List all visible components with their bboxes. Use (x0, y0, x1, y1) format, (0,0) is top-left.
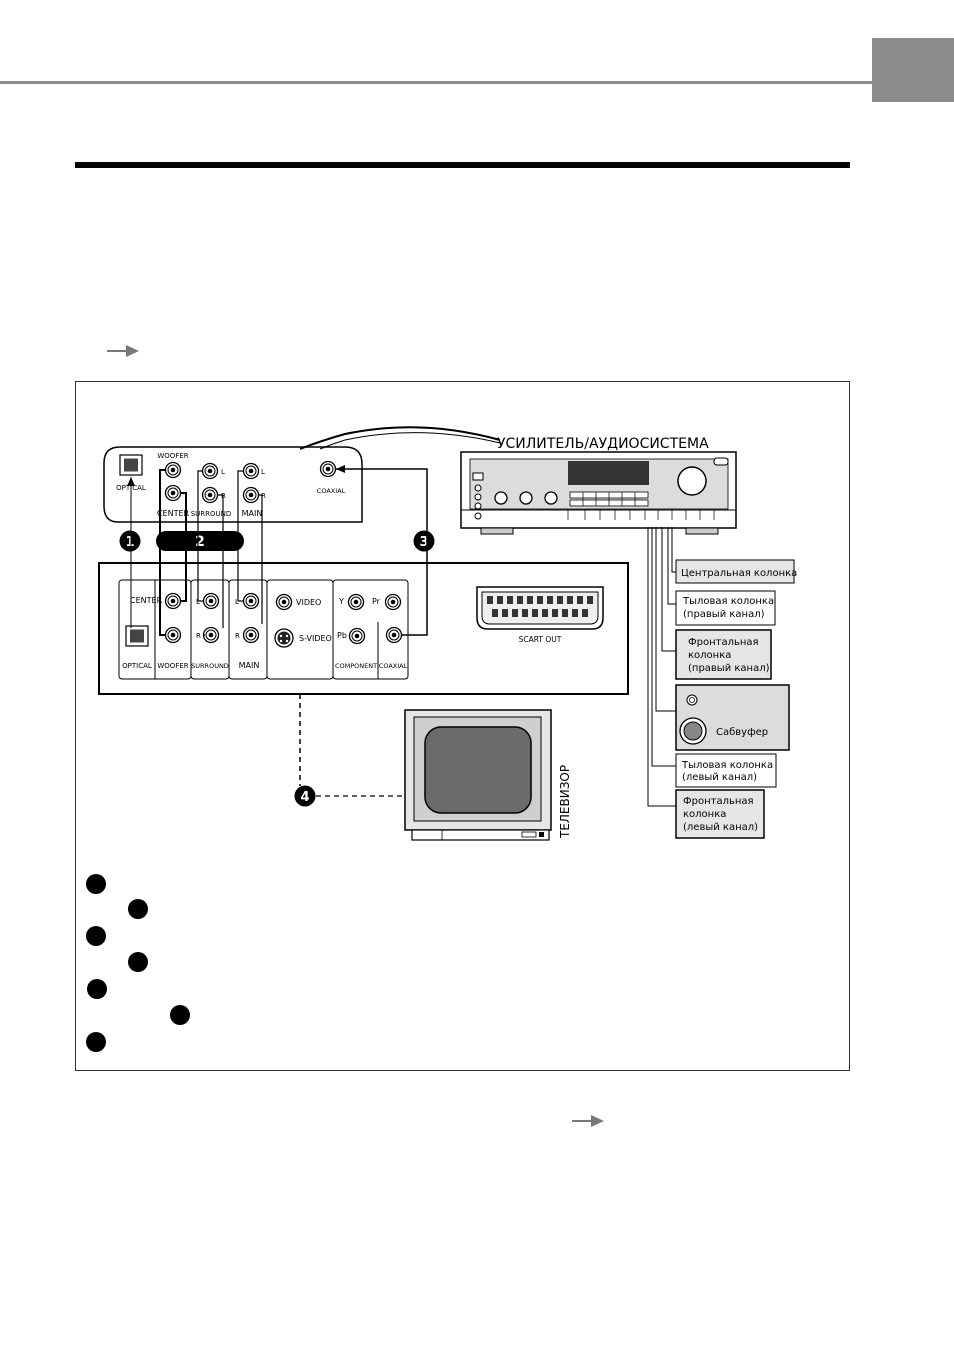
svg-text:(левый канал): (левый канал) (683, 822, 758, 833)
step-badge-4: 4 (294, 785, 316, 807)
player-coaxial-label: COAXIAL (379, 662, 408, 670)
amp-center-label: CENTER (157, 509, 190, 518)
player-main-l-jack[interactable] (242, 592, 260, 610)
speaker-subwoofer: Сабвуфер (675, 684, 790, 751)
speaker-front-right: Фронтальная колонка (правый канал) (675, 629, 772, 680)
player-video-label: VIDEO (296, 598, 321, 607)
svg-text:колонка: колонка (688, 650, 731, 661)
amplifier-unit: УСИЛИТЕЛЬ/АУДИОСИСТЕМА (460, 436, 737, 535)
svg-text:(правый канал): (правый канал) (683, 609, 765, 620)
player-surround-l-jack[interactable] (202, 592, 220, 610)
player-main-r-label: R (235, 632, 240, 640)
amp-main-l-label: L (261, 468, 265, 476)
svg-text:1: 1 (125, 535, 134, 550)
player-surround-r-jack[interactable] (202, 626, 220, 644)
player-svideo-jack[interactable] (274, 628, 294, 648)
amplifier-title: УСИЛИТЕЛЬ/АУДИОСИСТЕМА (497, 436, 709, 452)
svg-text:(левый канал): (левый канал) (682, 772, 757, 783)
player-main-l-label: L (235, 598, 239, 606)
speaker-wires (647, 527, 677, 807)
amp-main-label: MAIN (242, 509, 263, 518)
player-component-label: COMPONENT (335, 662, 377, 670)
arrow-icon (572, 1115, 604, 1127)
speaker-rear-left: Тыловая колонка (левый канал) (675, 753, 777, 788)
amp-woofer-label: WOOFER (157, 452, 188, 460)
amp-center-jack[interactable] (164, 484, 182, 502)
player-y-label: Y (338, 597, 344, 606)
player-surround-label: SURROUND (191, 662, 229, 670)
player-rear-panel: CENTER OPTICAL WOOFER L R SURROUND L R M… (98, 562, 629, 695)
player-surround-r-label: R (196, 632, 201, 640)
connection-panel (75, 381, 850, 1071)
step-badge-1: 1 (119, 530, 141, 552)
amp-woofer-jack[interactable] (164, 461, 182, 479)
player-svideo-label: S-VIDEO (299, 634, 332, 643)
scart-out-label: SCART OUT (519, 635, 562, 644)
svg-text:Тыловая колонка: Тыловая колонка (682, 596, 774, 607)
step-badge-2: 2 (156, 531, 244, 551)
player-pr-label: Pr (372, 597, 381, 606)
player-woofer-jack[interactable] (164, 626, 182, 644)
page-corner-tab (872, 38, 954, 102)
svg-text:Сабвуфер: Сабвуфер (716, 727, 768, 738)
svg-text:Фронтальная: Фронтальная (688, 637, 759, 648)
player-center-jack[interactable] (164, 592, 182, 610)
amp-main-r-jack[interactable] (242, 486, 260, 504)
connection-cables (127, 465, 428, 797)
player-coaxial-jack[interactable] (385, 626, 403, 644)
amp-optical-jack[interactable] (119, 454, 143, 476)
arrow-icon (107, 345, 139, 357)
speaker-front-left: Фронтальная колонка (левый канал) (675, 789, 765, 839)
player-optical-jack[interactable] (125, 625, 149, 647)
speaker-center: Центральная колонка (675, 559, 797, 584)
step-badge-3: 3 (413, 530, 435, 552)
svg-text:Фронтальная: Фронтальная (683, 796, 754, 807)
speaker-rear-right: Тыловая колонка (правый канал) (675, 590, 776, 626)
amp-surround-label: SURROUND (191, 510, 232, 518)
scart-connector[interactable] (476, 586, 604, 630)
legend-bullets (86, 874, 190, 1052)
svg-text:колонка: колонка (683, 809, 726, 820)
amp-main-l-jack[interactable] (242, 462, 260, 480)
svg-text:3: 3 (419, 535, 428, 550)
amp-main-r-label: R (261, 492, 266, 500)
player-video-jack[interactable] (275, 593, 293, 611)
player-pb-jack[interactable] (348, 627, 366, 645)
player-pb-label: Pb (337, 631, 347, 640)
svg-text:Центральная колонка: Центральная колонка (681, 568, 797, 579)
amp-surround-r-jack[interactable] (201, 486, 219, 504)
svg-text:2: 2 (195, 534, 205, 550)
player-center-label: CENTER (130, 596, 163, 605)
amp-coaxial-label: COAXIAL (317, 487, 346, 495)
amplifier-terminal-panel: OPTICAL WOOFER CENTER L R SURROUND L R M… (103, 446, 363, 523)
player-surround-l-label: L (196, 598, 200, 606)
player-woofer-label: WOOFER (157, 662, 188, 670)
player-main-label: MAIN (239, 661, 260, 670)
player-y-jack[interactable] (347, 593, 365, 611)
svg-text:Тыловая колонка: Тыловая колонка (681, 760, 773, 771)
amp-coaxial-jack[interactable] (319, 460, 337, 478)
header-bar (0, 81, 872, 84)
section-rule (75, 162, 850, 168)
player-main-r-jack[interactable] (242, 626, 260, 644)
svg-text:4: 4 (300, 790, 309, 805)
amp-surround-l-label: L (221, 468, 225, 476)
svg-text:(правый канал): (правый канал) (688, 663, 770, 674)
television: ТЕЛЕВИЗОР (404, 709, 572, 841)
tv-title: ТЕЛЕВИЗОР (558, 765, 572, 839)
amp-surround-l-jack[interactable] (201, 462, 219, 480)
player-pr-jack[interactable] (384, 593, 402, 611)
player-optical-label: OPTICAL (122, 662, 152, 670)
